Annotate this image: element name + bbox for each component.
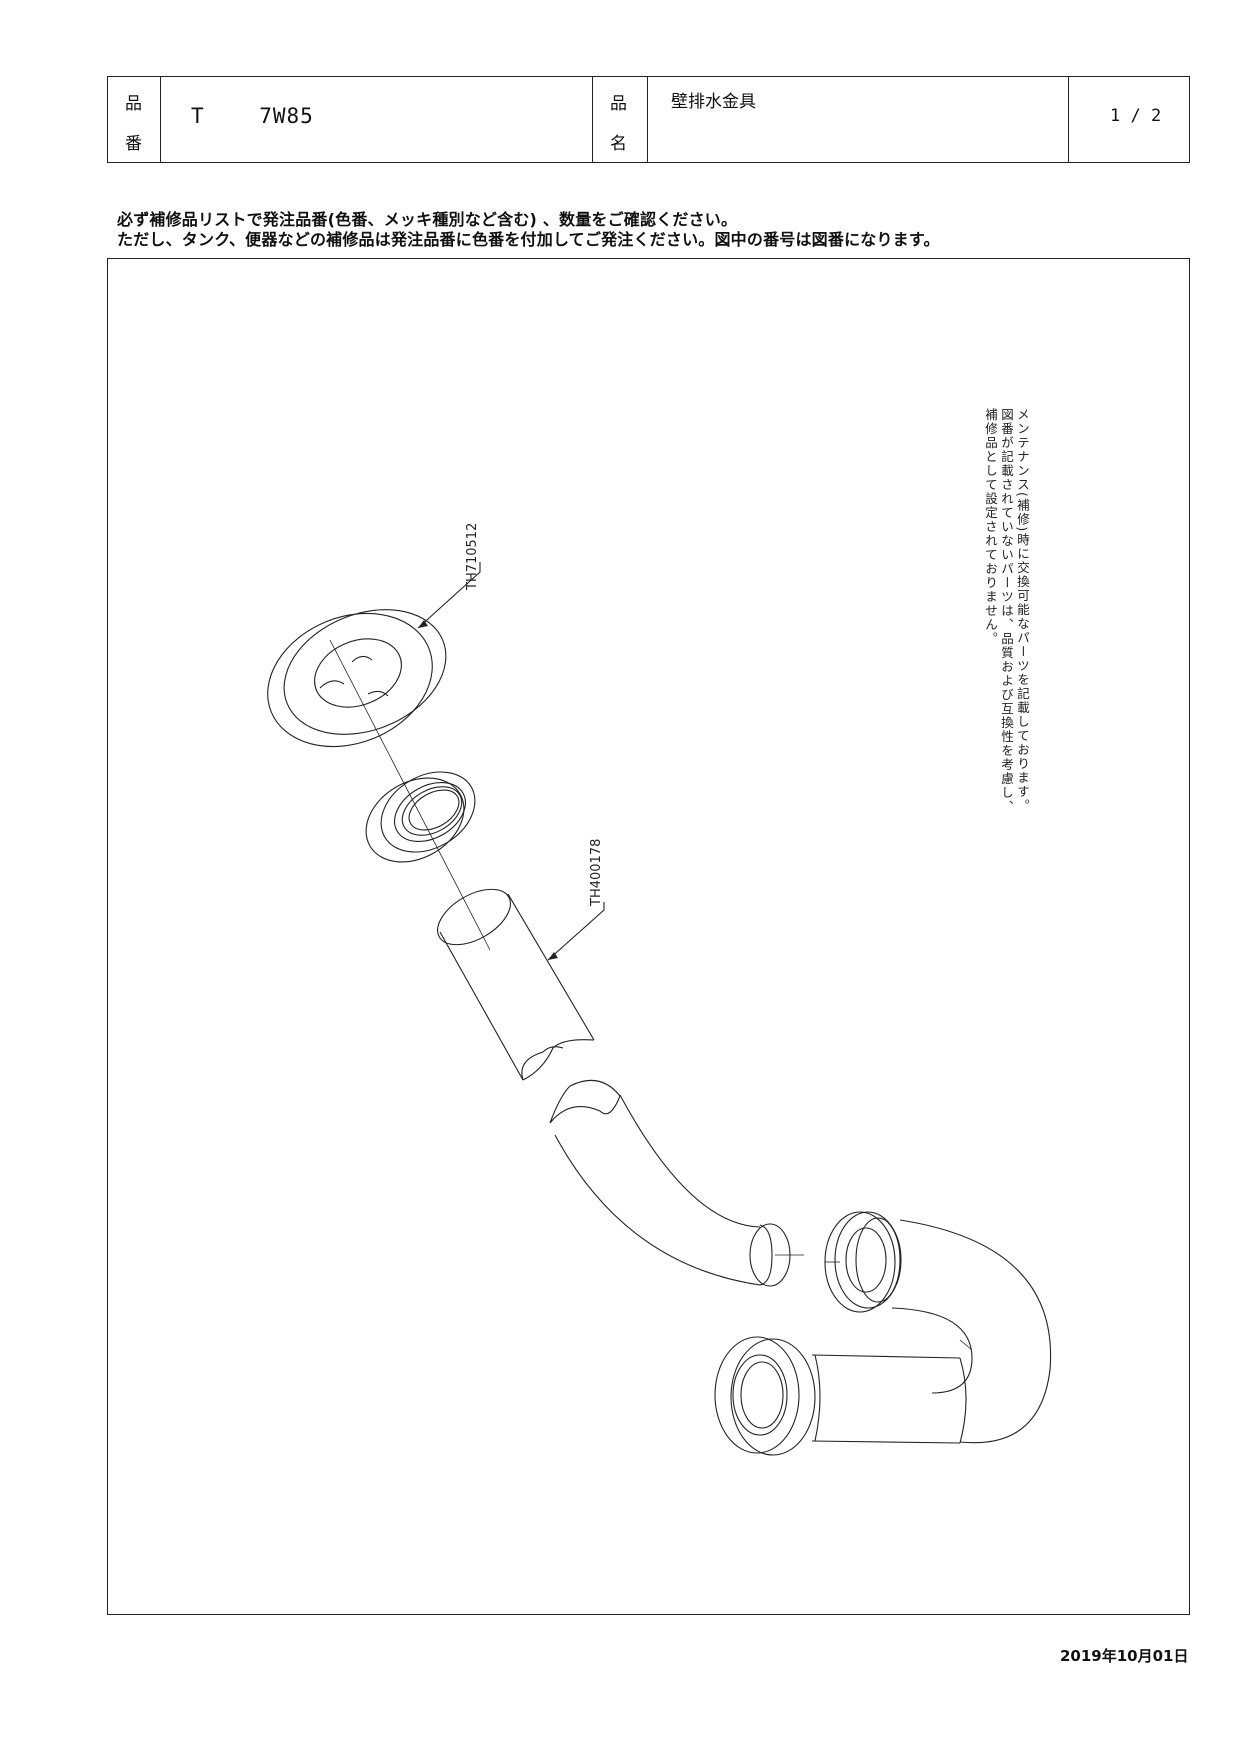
maintenance-note-line: メンテナンス(補修)時に交換可能なパーツを記載しております。 <box>1015 408 1030 813</box>
p-trap-body <box>811 1219 1052 1444</box>
issue-date: 2019年10月01日 <box>1060 1647 1189 1665</box>
order-note-line-2: ただし、タンク、便器などの補修品は発注品番に色番を付加してご発注ください。図中の… <box>117 230 940 249</box>
order-notes: 必ず補修品リストで発注品番(色番、メッキ種別など含む) 、数量をご確認ください。… <box>117 210 940 250</box>
leader-th710512 <box>417 562 481 629</box>
arrowhead-th710512 <box>418 620 428 628</box>
product-name: 壁排水金具 <box>671 92 756 112</box>
page-indicator: 1 / 2 <box>1110 106 1162 126</box>
order-note-line-1: 必ず補修品リストで発注品番(色番、メッキ種別など含む) 、数量をご確認ください。 <box>117 210 738 229</box>
header-divider <box>1068 77 1069 162</box>
maintenance-note: メンテナンス(補修)時に交換可能なパーツを記載しております。 図番が記載されてい… <box>982 408 1030 814</box>
drawing-frame <box>107 258 1190 1615</box>
header-divider <box>160 77 161 162</box>
header-table: 品 番 T 7W85 品 名 壁排水金具 1 / 2 <box>107 76 1190 163</box>
header-divider <box>592 77 593 162</box>
slip-nut <box>365 771 476 863</box>
hinmei-label-bottom: 名 <box>610 134 627 154</box>
hinmei-label-top: 品 <box>610 94 627 114</box>
center-line <box>329 639 491 951</box>
header-divider <box>647 77 648 162</box>
leader-th400178 <box>547 902 605 961</box>
arrowhead-th400178 <box>548 952 558 960</box>
flange-ring <box>267 609 447 748</box>
maintenance-note-line: 補修品として設定されておりません。 <box>983 408 998 646</box>
part-number-th710512: TH710512 <box>465 523 480 591</box>
part-number-th400178: TH400178 <box>589 839 604 907</box>
hinban-label-top: 品 <box>125 94 142 114</box>
product-code: T 7W85 <box>191 104 314 128</box>
end-nut <box>714 1336 821 1456</box>
maintenance-note-line: 図番が記載されていないパーツは、品質および互換性を考慮し、 <box>999 408 1014 814</box>
threaded-coupling <box>824 1211 902 1313</box>
hinban-label-bottom: 番 <box>125 134 142 154</box>
j-bend <box>549 1079 804 1287</box>
straight-pipe <box>437 888 595 1081</box>
